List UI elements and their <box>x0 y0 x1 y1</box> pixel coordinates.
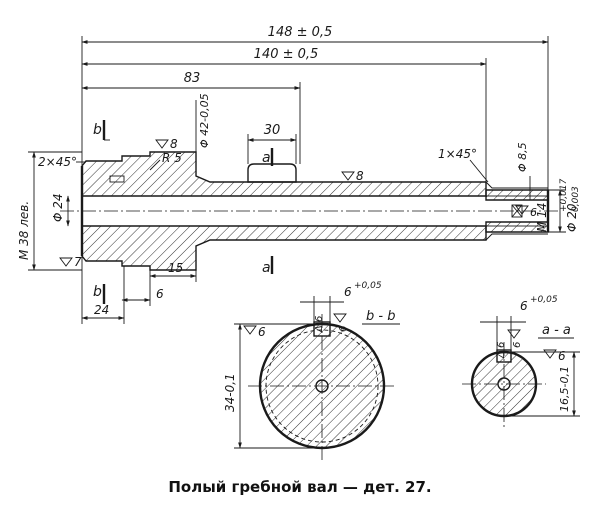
dim-dia-section-aa: 16,5-0,1 <box>558 366 571 412</box>
key-width-bb: 6 <box>344 285 352 299</box>
roughness-section-bb: 6 <box>258 325 266 339</box>
dim-dia-main-bore: Φ 24 <box>51 193 65 222</box>
shaft-drawing: 148 ± 0,5 140 ± 0,5 83 30 Φ 42-0,05 Φ 8,… <box>17 25 581 460</box>
right-dimensions: M 14 Φ 20 +0,017 0,003 6 <box>515 178 581 233</box>
dim-dia-right-tol-lower: 0,003 <box>571 186 581 212</box>
depth-mark-aa: 6 <box>512 342 523 348</box>
dim-dia-section-bb: 34-0,1 <box>223 373 237 412</box>
section-aa: 6 +0,05 Δ 6 6 a - a 6 16,5-0,1 <box>462 295 580 428</box>
key-width-aa: 6 <box>520 299 528 313</box>
left-dimensions: 8 R 5 8 2×45° 1×45° Φ 24 M 38 лев. 7 15 … <box>17 137 489 324</box>
section-marks: b b a a <box>93 120 274 304</box>
section-aa-label: a - a <box>542 323 571 338</box>
keyway-a <box>247 163 297 183</box>
roughness-left-end: 7 <box>74 255 82 269</box>
roughness-main: 8 <box>356 169 364 183</box>
dim-dia-bore-end: Φ 8,5 <box>516 142 529 172</box>
dim-dia-right-end: Φ 20 <box>565 203 579 232</box>
mark-a-bottom: a <box>262 260 271 276</box>
dimensions-top: 148 ± 0,5 140 ± 0,5 83 30 Φ 42-0,05 Φ 8,… <box>81 25 549 200</box>
dim-width-15: 15 <box>168 261 183 275</box>
dim-overall-length: 148 ± 0,5 <box>268 25 333 40</box>
depth-mark-bb: 6 <box>338 326 349 332</box>
shaft-longitudinal-section <box>60 151 560 271</box>
key-width-bb-tol: +0,05 <box>354 281 382 291</box>
dim-keyway-30: 30 <box>264 123 281 138</box>
mark-b-top: b <box>93 122 102 138</box>
dim-width-24: 24 <box>94 303 109 317</box>
shaft-body-lower <box>81 225 487 271</box>
key-width-aa-tol: +0,05 <box>530 295 558 305</box>
roughness-section-aa: 6 <box>558 349 566 363</box>
dim-width-6: 6 <box>156 287 164 301</box>
mark-a-top: a <box>262 150 271 166</box>
dim-thread-right: M 14 <box>535 203 549 232</box>
slot-left <box>109 175 125 183</box>
drawing-caption: Полый гребной вал — дет. 27. <box>168 478 432 496</box>
depth-aa: Δ 6 <box>496 342 507 359</box>
shaft-right-end-upper <box>485 189 549 201</box>
mark-b-bottom: b <box>93 284 102 300</box>
dim-thread-left: M 38 лев. <box>17 201 31 260</box>
dim-length-140: 140 ± 0,5 <box>254 47 319 62</box>
chamfer-left: 2×45° <box>38 155 77 169</box>
dim-dia-shoulder: Φ 42-0,05 <box>198 93 211 148</box>
chamfer-right: 1×45° <box>438 147 477 161</box>
fillet-r5: R 5 <box>162 151 182 165</box>
roughness-top-left: 8 <box>170 137 178 151</box>
section-bb: 6 +0,05 Δ 6 6 b - b 6 34-0,1 <box>223 281 400 460</box>
roughness-right-end: 6 <box>530 206 537 219</box>
shaft-body-upper <box>81 151 487 197</box>
dim-length-83: 83 <box>184 71 201 86</box>
dim-dia-right-tol-upper: +0,017 <box>559 178 569 212</box>
section-bb-label: b - b <box>366 309 395 324</box>
